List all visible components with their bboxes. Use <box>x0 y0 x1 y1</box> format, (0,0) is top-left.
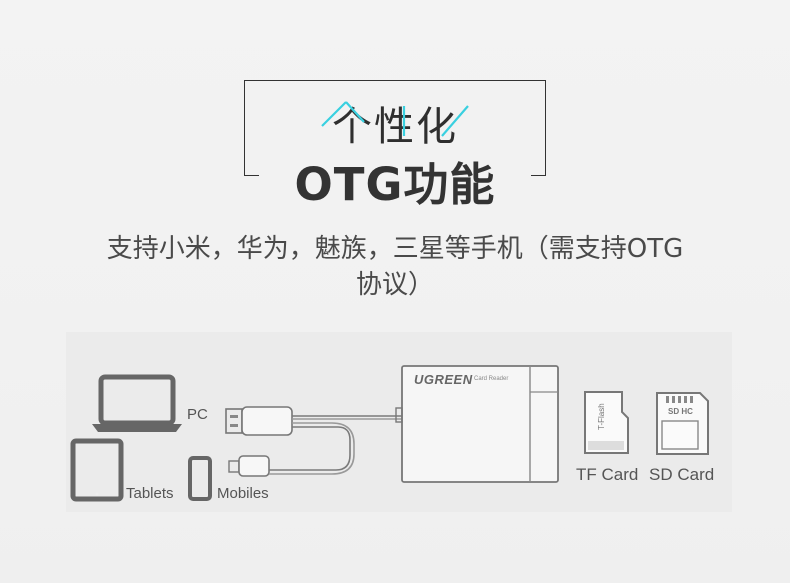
page-title-line1: 个性化 <box>332 104 458 150</box>
title-accent-strokes <box>321 101 469 137</box>
tablets-label: Tablets <box>126 485 174 502</box>
frame-top-line <box>244 80 546 81</box>
reader-model-label: Card Reader <box>474 376 509 382</box>
reader-brand-logo: UGREEN <box>414 372 473 387</box>
sd-card-icon <box>656 392 709 455</box>
page-title-line2: OTG功能 <box>294 158 496 211</box>
tf-card-label: TF Card <box>576 465 639 484</box>
phone-icon <box>188 456 212 501</box>
tf-chip-text: T-Flash <box>597 403 606 430</box>
laptop-icon <box>92 374 182 432</box>
frame-gap <box>286 165 504 185</box>
card-reader-icon <box>395 365 559 483</box>
micro-usb-plug-icon <box>228 455 270 477</box>
usb-cable-icon <box>269 415 402 475</box>
description-line2: 协议） <box>355 270 434 300</box>
description-line1: 支持小米，华为，魅族，三星等手机（需支持OTG <box>106 234 684 264</box>
title-frame <box>244 80 546 176</box>
pc-label: PC <box>187 406 208 423</box>
tablet-icon <box>70 438 124 502</box>
usb-a-plug-icon <box>225 406 293 436</box>
sd-chip-text: SD HC <box>668 407 693 416</box>
tf-card-icon <box>584 391 629 454</box>
sd-card-label: SD Card <box>649 465 715 484</box>
mobiles-label: Mobiles <box>217 485 269 502</box>
description: 支持小米，华为，魅族，三星等手机（需支持OTG 协议） <box>40 231 750 303</box>
